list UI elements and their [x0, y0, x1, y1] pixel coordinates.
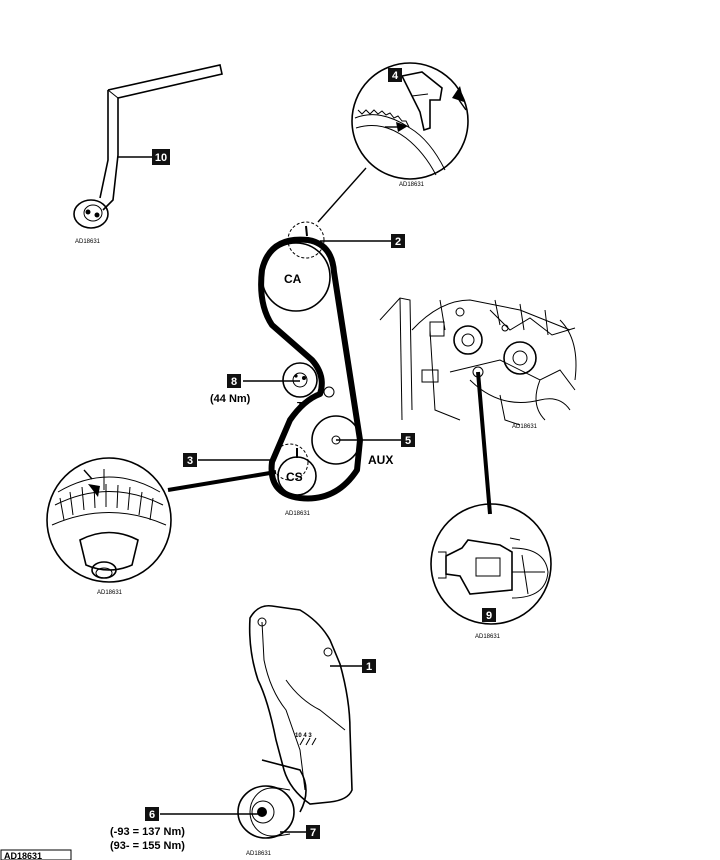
label-auxiliary: AUX	[368, 453, 393, 467]
engine-detail-leader	[476, 371, 492, 515]
detail-view-sensor	[430, 503, 552, 625]
svg-text:8: 8	[231, 376, 237, 388]
callout-4: 4	[388, 68, 402, 82]
torque-pulley-line-2: (93- = 155 Nm)	[110, 840, 185, 852]
timing-cover-illustration	[248, 604, 353, 813]
svg-text:1: 1	[366, 661, 372, 673]
detail-4-leader	[317, 167, 367, 223]
ref-code-engine: AD18631	[512, 424, 538, 430]
timing-belt	[258, 236, 363, 502]
svg-text:9: 9	[486, 610, 492, 622]
ref-code-sensor: AD18631	[475, 634, 501, 640]
engine-view-sketch	[379, 297, 577, 426]
label-tensioner: T	[297, 401, 303, 412]
svg-text:7: 7	[310, 827, 316, 839]
ref-code-pulley: AD18631	[246, 851, 272, 857]
page-reference-tag: AD18631	[0, 849, 72, 860]
callout-8: 8	[227, 374, 241, 388]
timing-belt-layout	[258, 221, 363, 502]
callout-10: 10	[152, 149, 170, 165]
detail-view-belt-clip	[351, 62, 469, 180]
torque-pulley-line-1: (-93 = 137 Nm)	[110, 826, 185, 838]
svg-text:4: 4	[392, 70, 399, 82]
svg-text:3: 3	[187, 455, 193, 467]
label-camshaft: CA	[284, 272, 302, 286]
svg-text:5: 5	[405, 435, 411, 447]
label-crankshaft: CS	[286, 470, 303, 484]
ref-code-detail-4: AD18631	[399, 182, 425, 188]
ref-code-belt: AD18631	[285, 511, 311, 517]
detail-view-crank-sprocket	[46, 457, 172, 583]
cover-timing-marks: 10 4 3	[295, 733, 312, 739]
callout-9: 9	[482, 608, 496, 622]
tensioner-roller	[282, 362, 318, 398]
callout-7: 7	[306, 825, 320, 839]
callout-2: 2	[391, 234, 405, 248]
ref-code-tool: AD18631	[75, 239, 101, 245]
callout-1: 1	[362, 659, 376, 673]
tensioning-tool-illustration	[73, 64, 223, 229]
svg-text:6: 6	[149, 809, 155, 821]
torque-tensioner: (44 Nm)	[210, 393, 251, 405]
callout-6: 6	[145, 807, 159, 821]
svg-text:AD18631: AD18631	[4, 851, 42, 860]
ref-code-crank-detail: AD18631	[97, 590, 123, 596]
callout-3: 3	[183, 453, 197, 467]
crankshaft-pulley	[237, 785, 295, 839]
callout-5: 5	[401, 433, 415, 447]
svg-text:2: 2	[395, 236, 401, 248]
svg-text:10: 10	[155, 152, 167, 164]
crank-detail-leader	[167, 470, 277, 492]
